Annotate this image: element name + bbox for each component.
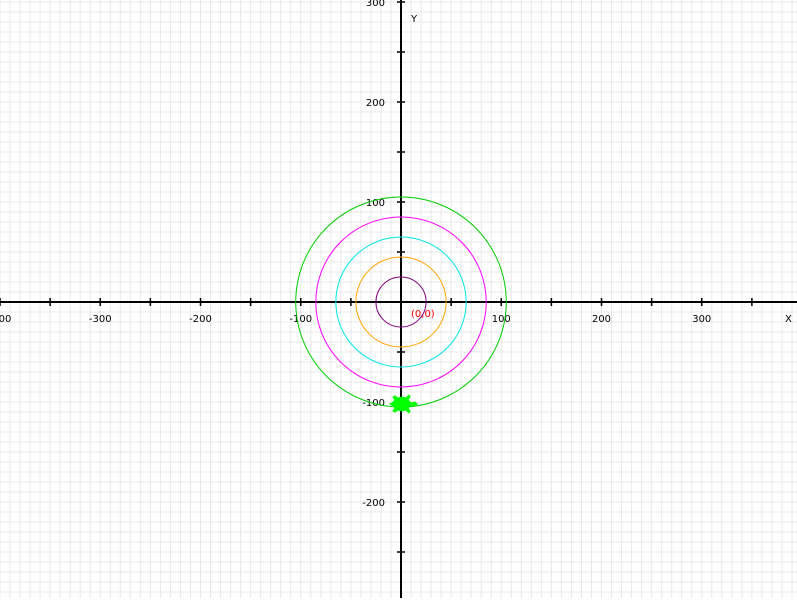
- x-axis-tick-label: 100: [492, 314, 511, 325]
- y-axis-tick-label: 100: [366, 198, 385, 209]
- x-axis-tick-label: -300: [89, 314, 112, 325]
- y-axis-tick-label: 200: [366, 98, 385, 109]
- x-axis-tick-label: 300: [692, 314, 711, 325]
- circle: [375, 276, 427, 328]
- y-axis-label: Y: [410, 14, 418, 25]
- circle: [315, 216, 487, 388]
- x-axis-tick-label: 200: [592, 314, 611, 325]
- x-axis-label: X: [785, 314, 792, 325]
- y-axis-tick-label: -200: [362, 498, 385, 509]
- x-axis-tick-label: -400: [0, 314, 11, 325]
- x-axis-tick-label: -200: [189, 314, 212, 325]
- turtle-icon: [389, 394, 418, 414]
- circle: [335, 236, 467, 368]
- circle: [355, 256, 447, 348]
- axis-tick-labels: -400-300-200-100100200300300200100-100-2…: [0, 0, 711, 509]
- origin-label: (0,0): [411, 309, 435, 320]
- y-axis-tick-label: 300: [366, 0, 385, 9]
- x-axis-tick-label: -100: [289, 314, 312, 325]
- axis-ticks: [0, 1, 753, 553]
